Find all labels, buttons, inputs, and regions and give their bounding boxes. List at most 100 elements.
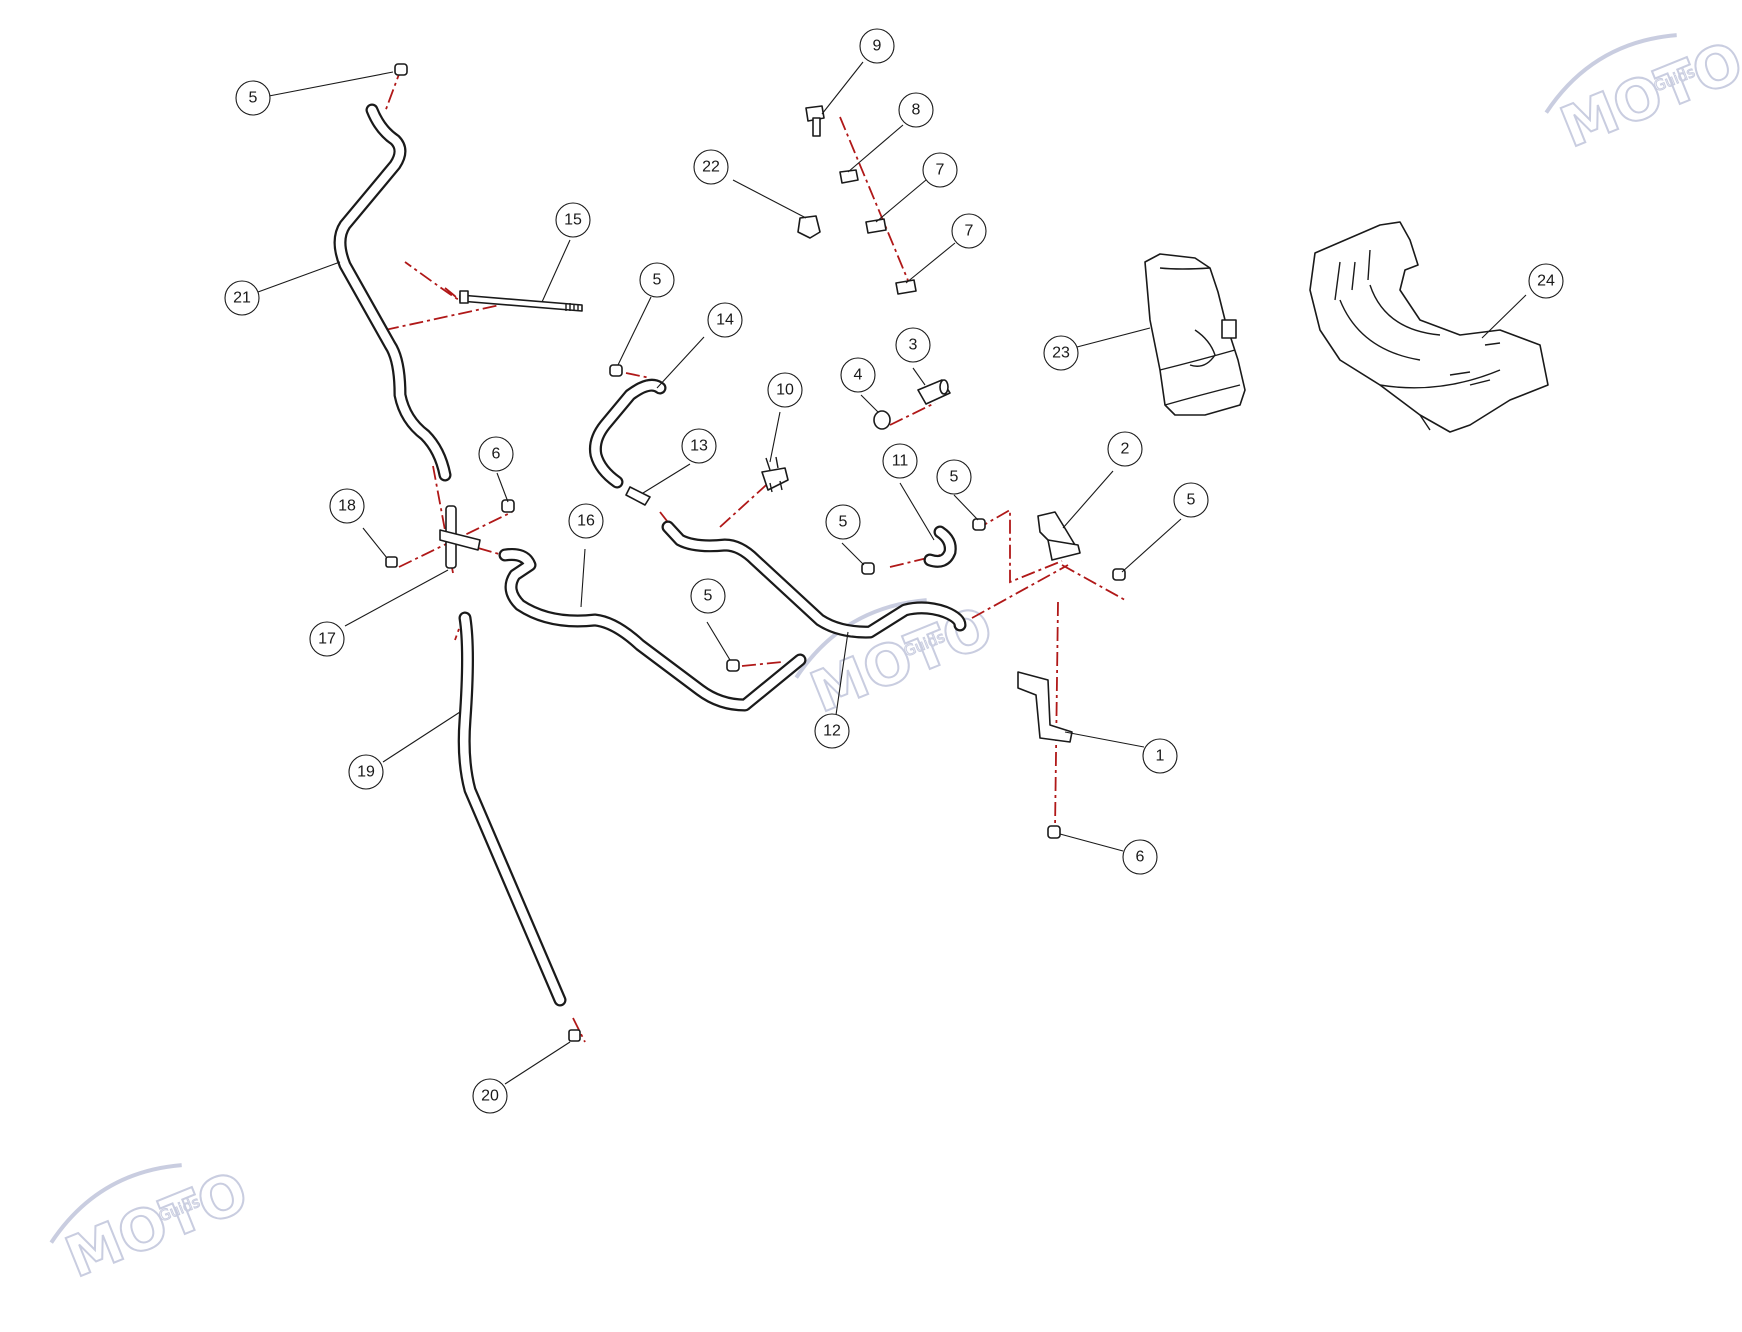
callout-22: 22 bbox=[693, 149, 729, 185]
valve-part-2 bbox=[1037, 511, 1081, 561]
nut-part-6-top bbox=[501, 499, 515, 513]
callout-label: 6 bbox=[1136, 849, 1145, 866]
callout-12: 12 bbox=[814, 713, 850, 749]
clip-part-10 bbox=[761, 456, 789, 493]
callout-4: 4 bbox=[840, 357, 876, 393]
callout-20: 20 bbox=[472, 1078, 508, 1114]
tee-part-17 bbox=[439, 505, 481, 569]
heat-shield-part-24 bbox=[1309, 221, 1549, 433]
callout-label: 17 bbox=[318, 631, 336, 648]
callout-label: 10 bbox=[776, 382, 794, 399]
bushing-part-7-a bbox=[865, 218, 887, 234]
rod-part-15 bbox=[459, 290, 583, 312]
callout-5-a: 5 bbox=[235, 80, 271, 116]
watermark-brand: MOTO bbox=[57, 1160, 257, 1291]
callout-label: 20 bbox=[481, 1088, 499, 1105]
callout-label: 23 bbox=[1052, 345, 1070, 362]
callout-5-d: 5 bbox=[825, 504, 861, 540]
watermark-bottom-left: MOTO Guids bbox=[49, 1159, 258, 1292]
callout-label: 5 bbox=[1187, 492, 1196, 509]
callout-label: 5 bbox=[950, 469, 959, 486]
callout-label: 21 bbox=[233, 290, 251, 307]
callout-label: 13 bbox=[690, 438, 708, 455]
bolt-part-18 bbox=[385, 556, 398, 568]
callout-3: 3 bbox=[895, 327, 931, 363]
callout-label: 8 bbox=[912, 102, 921, 119]
connector-part-13 bbox=[625, 486, 651, 506]
callout-11: 11 bbox=[882, 443, 918, 479]
tube-12 bbox=[661, 520, 967, 639]
callout-label: 5 bbox=[249, 90, 258, 107]
callout-label: 2 bbox=[1121, 441, 1130, 458]
callout-6-b: 6 bbox=[1122, 839, 1158, 875]
callout-24: 24 bbox=[1528, 263, 1564, 299]
callout-5-f: 5 bbox=[690, 578, 726, 614]
clamp-part-5-e bbox=[726, 659, 740, 672]
callout-label: 16 bbox=[577, 513, 595, 530]
canister-part-23 bbox=[1144, 253, 1246, 416]
watermark-top-right: MOTO Guids bbox=[1544, 29, 1742, 162]
callout-label: 19 bbox=[357, 764, 375, 781]
callout-23: 23 bbox=[1043, 335, 1079, 371]
callout-label: 4 bbox=[854, 367, 863, 384]
callout-label: 7 bbox=[965, 223, 974, 240]
tube-16 bbox=[498, 548, 807, 712]
callout-10: 10 bbox=[767, 372, 803, 408]
bracket-part-1 bbox=[1017, 671, 1073, 743]
watermark-brand: MOTO bbox=[1552, 30, 1742, 161]
callout-6-a: 6 bbox=[478, 436, 514, 472]
callout-label: 22 bbox=[702, 159, 720, 176]
callout-18: 18 bbox=[329, 488, 365, 524]
callout-9: 9 bbox=[859, 28, 895, 64]
callout-label: 24 bbox=[1537, 273, 1555, 290]
callout-1: 1 bbox=[1142, 738, 1178, 774]
callout-label: 11 bbox=[892, 453, 909, 470]
callout-7-b: 7 bbox=[951, 213, 987, 249]
clamp-part-5-c bbox=[972, 518, 986, 531]
fitting-part-20 bbox=[568, 1029, 581, 1042]
callout-7-a: 7 bbox=[922, 152, 958, 188]
callout-5-c: 5 bbox=[936, 459, 972, 495]
callout-14: 14 bbox=[707, 302, 743, 338]
tube-14 bbox=[588, 378, 667, 489]
tube-21 bbox=[333, 103, 452, 482]
callout-label: 5 bbox=[704, 588, 713, 605]
callout-8: 8 bbox=[898, 92, 934, 128]
callout-label: 1 bbox=[1156, 748, 1165, 765]
callout-label: 5 bbox=[839, 514, 848, 531]
clip-part-22 bbox=[797, 215, 821, 239]
callout-label: 12 bbox=[823, 723, 841, 740]
assembly-lines bbox=[384, 65, 1126, 1043]
callout-5-b: 5 bbox=[639, 262, 675, 298]
tube-11 bbox=[923, 525, 957, 568]
leader-lines bbox=[257, 61, 1527, 1085]
callout-label: 14 bbox=[716, 312, 734, 329]
callout-2: 2 bbox=[1107, 431, 1143, 467]
callout-label: 7 bbox=[936, 162, 945, 179]
callout-19: 19 bbox=[348, 754, 384, 790]
callout-label: 6 bbox=[492, 446, 501, 463]
callout-5-e: 5 bbox=[1173, 482, 1209, 518]
sleeve-part-3 bbox=[917, 379, 951, 405]
clamp-part-5-b bbox=[861, 562, 875, 575]
bushing-part-7-b bbox=[895, 279, 917, 295]
tube-19 bbox=[457, 611, 567, 1007]
washer-part-8 bbox=[839, 169, 859, 184]
clamp-part-5-top bbox=[394, 63, 408, 76]
clamp-part-5-mid bbox=[609, 364, 623, 377]
callout-13: 13 bbox=[681, 428, 717, 464]
callout-label: 15 bbox=[564, 212, 582, 229]
callout-21: 21 bbox=[224, 280, 260, 316]
callout-16: 16 bbox=[568, 503, 604, 539]
callout-17: 17 bbox=[309, 621, 345, 657]
watermark-center: MOTO Guids bbox=[794, 594, 1003, 727]
callout-label: 9 bbox=[873, 38, 882, 55]
callout-15: 15 bbox=[555, 202, 591, 238]
bolt-part-9 bbox=[805, 105, 825, 137]
callout-label: 18 bbox=[338, 498, 356, 515]
callout-label: 3 bbox=[909, 337, 918, 354]
callout-label: 5 bbox=[653, 272, 662, 289]
cap-part-4 bbox=[873, 410, 891, 430]
nut-part-6-bottom bbox=[1047, 825, 1061, 839]
